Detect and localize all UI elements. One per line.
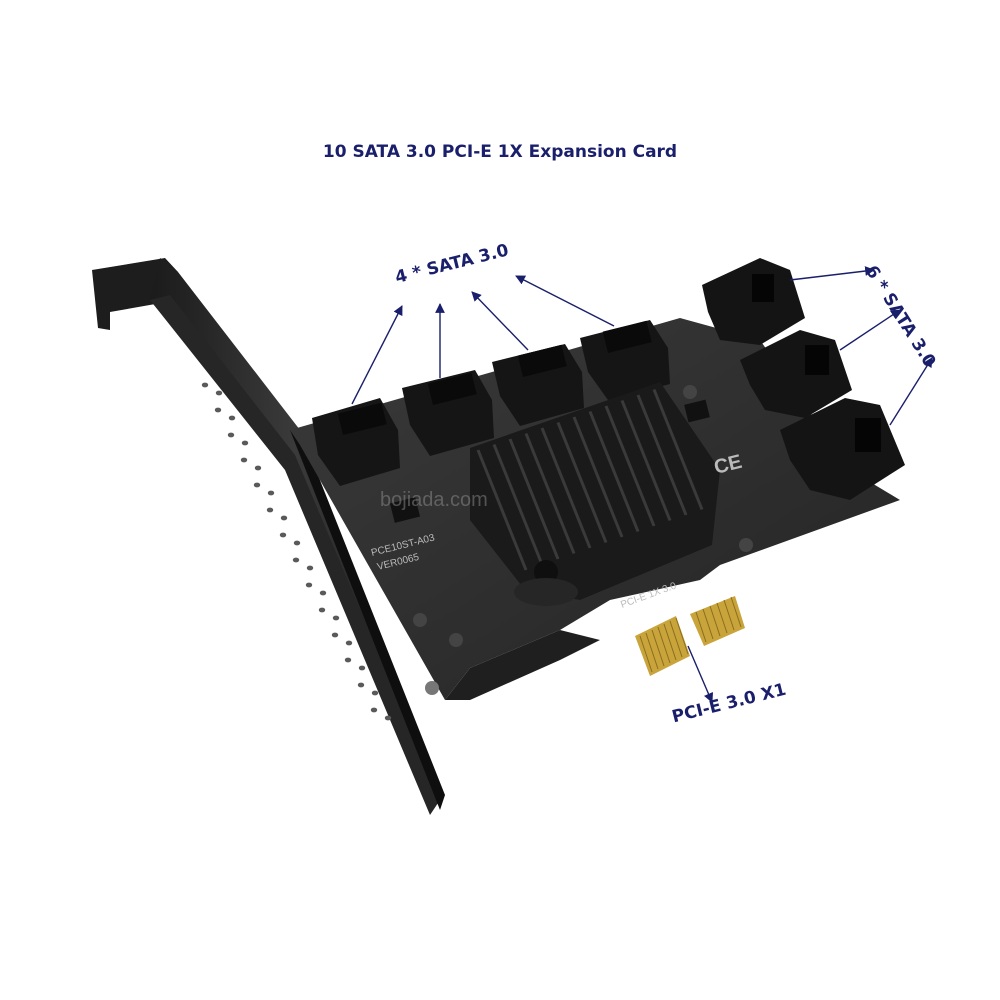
- sata-port-4: [580, 320, 670, 400]
- gold-finger-line: [702, 608, 714, 640]
- bracket-hole: [240, 457, 248, 463]
- bracket-hole: [331, 632, 339, 638]
- bracket-hole: [241, 440, 249, 446]
- bracket-hole: [215, 390, 223, 396]
- bracket-hole: [267, 490, 275, 496]
- arrow-sata-right-1: [789, 266, 875, 281]
- gold-finger-line: [657, 626, 671, 664]
- gold-finger-line: [695, 611, 707, 643]
- bracket-hole: [332, 615, 340, 621]
- metal-bracket: [92, 258, 445, 815]
- heatsink-fin: [652, 388, 704, 511]
- callout-arrows: [351, 266, 933, 703]
- gold-finger-line: [645, 632, 659, 670]
- pcie-gold-fingers: [635, 596, 745, 676]
- arrow-sata-top-3: [471, 291, 529, 351]
- gold-finger-line: [730, 596, 742, 628]
- bracket-hole: [293, 540, 301, 546]
- heatsink-fin: [540, 427, 592, 549]
- gold-finger-line: [639, 635, 653, 673]
- sata-port-3: [492, 344, 584, 426]
- bracket-hole: [253, 482, 261, 488]
- heatsink-fin: [620, 399, 672, 522]
- bracket-hole: [279, 532, 287, 538]
- arrow-sata-right-3: [889, 357, 933, 426]
- bracket-hole: [280, 515, 288, 521]
- bracket-hole: [318, 607, 326, 613]
- bracket-hole: [344, 657, 352, 663]
- bracket-hole: [384, 715, 392, 721]
- heatsink-fin: [604, 405, 656, 527]
- bracket-hole: [201, 382, 209, 388]
- bracket-hole: [254, 465, 262, 471]
- gold-finger-line: [709, 605, 721, 637]
- bracket-hole: [345, 640, 353, 646]
- gold-finger-line: [669, 620, 683, 658]
- sata-port-5: [702, 258, 805, 345]
- sata-port-7: [780, 398, 905, 500]
- gold-finger-line: [723, 599, 735, 631]
- bracket-hole: [305, 582, 313, 588]
- heatsink-fin: [492, 443, 544, 566]
- heatsink-fin: [572, 416, 624, 538]
- bracket-hole: [306, 565, 314, 571]
- sata-connectors-right: [702, 258, 905, 500]
- bracket-hole: [228, 415, 236, 421]
- arrow-sata-right-2: [839, 309, 901, 351]
- heatsink: [470, 382, 720, 606]
- bracket-hole: [214, 407, 222, 413]
- heatsink-fin: [524, 432, 576, 555]
- bracket-hole: [319, 590, 327, 596]
- gold-finger-line: [716, 602, 728, 634]
- heatsink-fin: [476, 449, 528, 571]
- heatsink-fin: [588, 410, 640, 533]
- bracket-hole: [358, 665, 366, 671]
- sata-port-6: [740, 330, 852, 418]
- arrow-sata-top-1: [351, 305, 403, 405]
- heatsink-fin: [508, 438, 560, 560]
- bracket-hole: [266, 507, 274, 513]
- gold-finger-line: [663, 623, 677, 661]
- bracket-hole: [357, 682, 365, 688]
- components: [389, 385, 753, 695]
- arrow-pcie: [687, 645, 714, 703]
- bracket-hole: [371, 690, 379, 696]
- heatsink-fin: [636, 394, 688, 516]
- arrow-sata-top-4: [515, 275, 615, 327]
- bracket-hole: [370, 707, 378, 713]
- heatsink-fin: [556, 421, 608, 544]
- bracket-hole: [227, 432, 235, 438]
- bracket-hole: [292, 557, 300, 563]
- sata-connectors-top: [312, 320, 670, 486]
- watermark: bojiada.com: [380, 489, 488, 511]
- gold-finger-line: [675, 617, 689, 655]
- gold-finger-line: [651, 629, 665, 667]
- sata-port-1: [312, 398, 400, 486]
- page-title: 10 SATA 3.0 PCI-E 1X Expansion Card: [322, 142, 678, 162]
- sata-port-2: [402, 370, 494, 456]
